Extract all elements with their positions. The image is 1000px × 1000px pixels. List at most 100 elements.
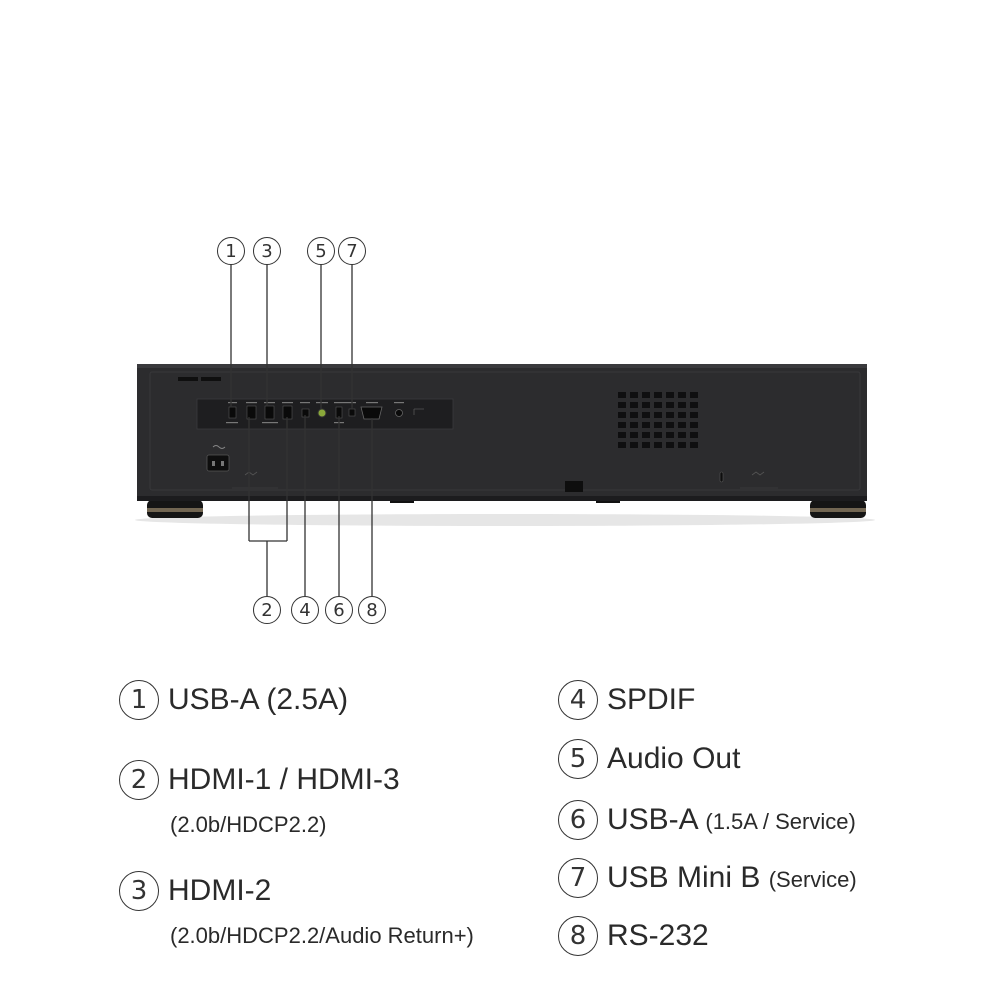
vent-hole — [642, 392, 650, 398]
legend-label-main: USB-A — [607, 803, 698, 836]
callout-2: 2 — [253, 596, 281, 624]
vent-hole — [642, 402, 650, 408]
vent-hole — [630, 412, 638, 418]
legend-label: USB-A (2.5A) — [168, 680, 348, 720]
vent-hole — [642, 432, 650, 438]
legend-label-main: USB Mini B — [607, 861, 761, 894]
vent-grille-icon — [618, 392, 698, 448]
callout-4: 4 — [291, 596, 319, 624]
vent-hole — [642, 442, 650, 448]
logo-mark — [751, 471, 765, 476]
usb-mini-b-port — [348, 408, 356, 417]
legend-item-3: 3 HDMI-2 — [119, 871, 271, 911]
vent-hole — [690, 412, 698, 418]
callout-7: 7 — [338, 237, 366, 265]
body-top-edge — [137, 364, 867, 368]
device-shadow — [135, 514, 875, 526]
logo-mark — [244, 471, 258, 476]
vent-hole — [678, 412, 686, 418]
legend-label-detail: (Service) — [768, 867, 857, 892]
legend-number: 6 — [558, 800, 598, 840]
vent-hole — [618, 442, 626, 448]
bottom-slot — [565, 481, 583, 492]
legend-item-2: 2 HDMI-1 / HDMI-3 — [119, 760, 400, 800]
port-label-marks — [226, 402, 404, 424]
body-inset — [149, 371, 861, 491]
vent-hole — [654, 422, 662, 428]
callout-8: 8 — [358, 596, 386, 624]
legend-label: USB-A (1.5A / Service) — [607, 800, 856, 842]
vent-hole — [618, 422, 626, 428]
legend-number: 1 — [119, 680, 159, 720]
vent-hole — [678, 432, 686, 438]
vent-hole — [630, 402, 638, 408]
legend-item-1: 1 USB-A (2.5A) — [119, 680, 348, 720]
legend-number: 3 — [119, 871, 159, 911]
vent-hole — [690, 442, 698, 448]
legend-label: Audio Out — [607, 739, 740, 779]
legend-number: 5 — [558, 739, 598, 779]
legend-subtext-2: (2.0b/HDCP2.2) — [170, 812, 327, 837]
vent-hole — [642, 412, 650, 418]
legend-label-main: RS-232 — [607, 919, 709, 952]
callout-6: 6 — [325, 596, 353, 624]
legend-number: 7 — [558, 858, 598, 898]
legend-label-main: Audio Out — [607, 742, 741, 775]
vent-hole — [654, 432, 662, 438]
vent-hole — [630, 392, 638, 398]
legend-label: USB Mini B (Service) — [607, 858, 857, 900]
vent-hole — [654, 402, 662, 408]
vent-hole — [618, 412, 626, 418]
vent-hole — [690, 392, 698, 398]
vent-hole — [630, 422, 638, 428]
vent-slot — [178, 377, 198, 381]
legend-label-main: HDMI-2 — [168, 874, 272, 907]
callout-5: 5 — [307, 237, 335, 265]
vent-hole — [618, 402, 626, 408]
legend-item-6: 6 USB-A (1.5A / Service) — [558, 800, 856, 842]
legend-label: HDMI-2 — [168, 871, 271, 911]
panel-mark — [413, 408, 424, 415]
callout-lines-bottom — [248, 415, 373, 596]
legend-item-8: 8 RS-232 — [558, 916, 709, 956]
vent-hole — [654, 392, 662, 398]
legend-label-main: USB-A — [168, 683, 259, 716]
legend-subtext-3: (2.0b/HDCP2.2/Audio Return+) — [170, 923, 474, 948]
vent-hole — [666, 422, 674, 428]
legend-label: SPDIF — [607, 680, 695, 720]
power-inlet-icon — [206, 445, 230, 472]
legend-label: HDMI-1 / HDMI-3 — [168, 760, 400, 800]
legend-label-detail: (1.5A / Service) — [705, 809, 856, 834]
vent-hole — [666, 432, 674, 438]
legend-label-main: HDMI-1 / HDMI-3 — [168, 763, 400, 796]
audio-out-jack — [317, 408, 327, 418]
legend-number: 8 — [558, 916, 598, 956]
callout-3: 3 — [253, 237, 281, 265]
vent-hole — [666, 392, 674, 398]
vent-hole — [666, 442, 674, 448]
legend-item-7: 7 USB Mini B (Service) — [558, 858, 857, 900]
hdmi-1-port — [246, 405, 257, 420]
usb-a-port — [228, 406, 237, 419]
vent-slot — [201, 377, 221, 381]
legend-number: 2 — [119, 760, 159, 800]
vent-hole — [678, 442, 686, 448]
vent-hole — [618, 392, 626, 398]
vent-hole — [630, 432, 638, 438]
vent-hole — [690, 432, 698, 438]
vent-hole — [642, 422, 650, 428]
callout-1: 1 — [217, 237, 245, 265]
vent-hole — [630, 442, 638, 448]
vent-hole — [678, 392, 686, 398]
body-bottom-edge — [137, 496, 867, 501]
vent-hole — [666, 402, 674, 408]
projector-rear-diagram — [135, 264, 875, 596]
vent-hole — [654, 412, 662, 418]
legend-number: 4 — [558, 680, 598, 720]
callout-lines-top — [230, 264, 353, 409]
right-foot — [810, 500, 866, 518]
legend-label: RS-232 — [607, 916, 709, 956]
vent-hole — [654, 442, 662, 448]
vent-hole — [618, 432, 626, 438]
vent-hole — [666, 412, 674, 418]
